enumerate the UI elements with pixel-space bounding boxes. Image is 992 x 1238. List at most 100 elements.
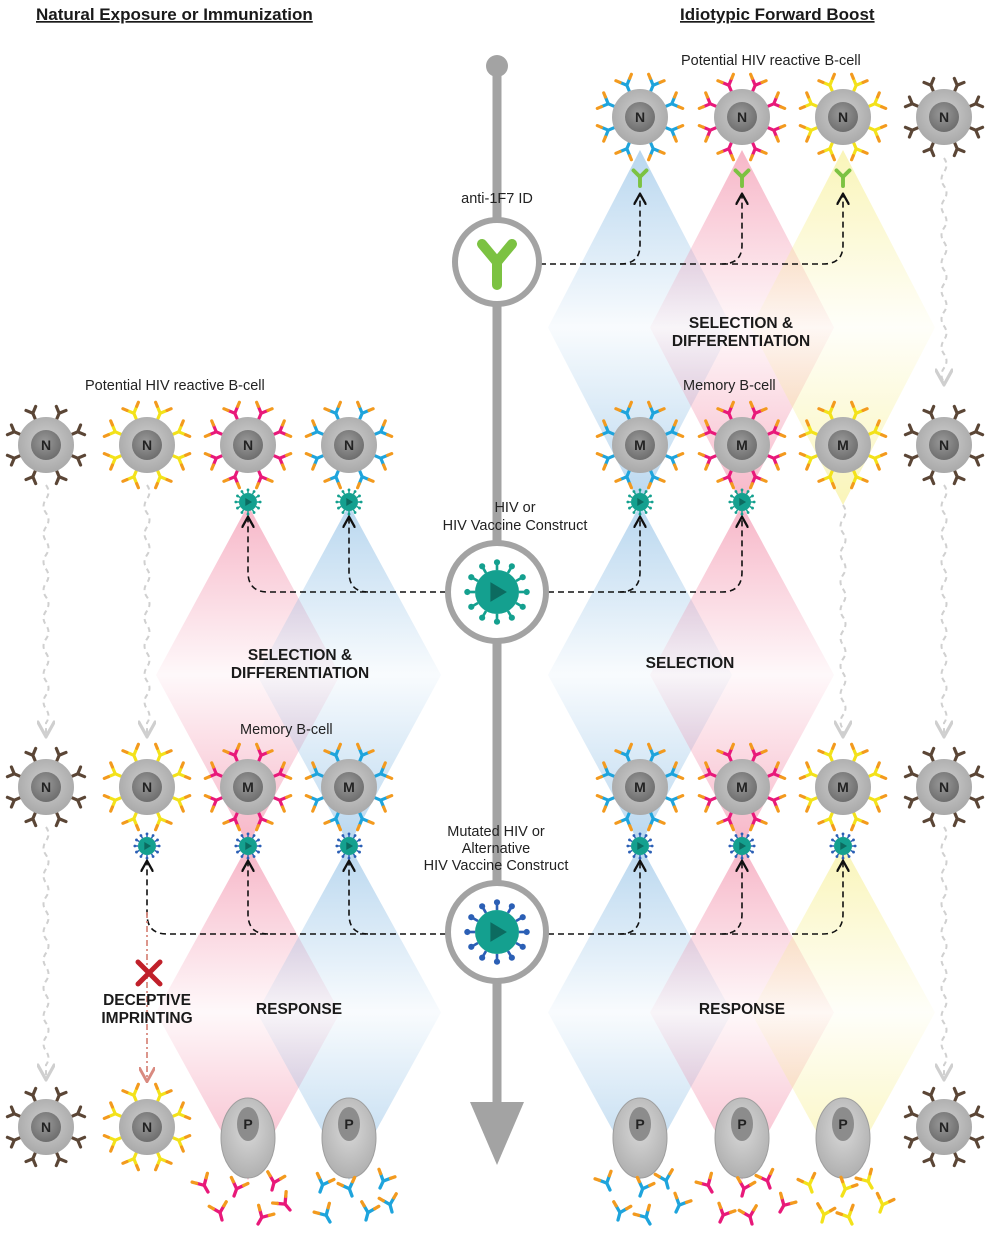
antibody-icon — [798, 452, 820, 471]
antibody-icon — [635, 1175, 656, 1198]
antibody-icon — [952, 140, 966, 158]
antibody-icon — [903, 125, 921, 139]
antibody-icon — [765, 761, 787, 780]
tracking-line — [942, 157, 947, 383]
antibody-icon — [612, 1200, 633, 1222]
antibody-icon — [304, 452, 326, 471]
virus-icon — [829, 832, 857, 860]
cell-letter: M — [634, 437, 646, 453]
antibody-icon — [323, 468, 342, 490]
antibody-icon — [336, 1175, 357, 1198]
cell-letter: M — [343, 779, 355, 795]
b-cell-icon: N — [304, 400, 394, 490]
cell-letter: M — [242, 779, 254, 795]
antibody-icon — [255, 742, 274, 764]
antibody-icon — [595, 91, 617, 110]
antibody-icon — [716, 468, 735, 490]
response-label-right: RESPONSE — [699, 1001, 785, 1018]
antibody-icon — [647, 400, 666, 422]
antibody-icon — [663, 794, 685, 813]
cell-letter: N — [838, 109, 848, 125]
antibody-icon — [866, 794, 888, 813]
antibody-icon — [632, 1203, 652, 1226]
antibody-icon — [24, 746, 38, 764]
antibody-icon — [154, 468, 173, 490]
b-cell-icon: M — [595, 742, 685, 832]
virus-icon — [728, 832, 756, 860]
zone-pink-middle-left — [156, 505, 340, 845]
antibody-icon — [952, 1086, 966, 1104]
antibody-icon — [304, 794, 326, 813]
antibody-icon — [377, 1167, 397, 1190]
antibody-icon — [749, 468, 768, 490]
virus-icon — [335, 488, 363, 516]
selection-differentiation-right-2: DIFFERENTIATION — [672, 333, 810, 350]
antibody-icon — [5, 765, 23, 779]
antibody-icon — [647, 810, 666, 832]
antibody-icon — [850, 810, 869, 832]
b-cell-icon: N — [102, 742, 192, 832]
b-cell-icon: M — [697, 742, 787, 832]
cell-letter: N — [142, 1119, 152, 1135]
antibody-icon — [54, 404, 68, 422]
antibody-icon — [663, 419, 685, 438]
response-label-left: RESPONSE — [256, 1001, 342, 1018]
antibody-icon — [271, 761, 293, 780]
antibody-icon — [798, 761, 820, 780]
b-cell-icon: N — [903, 746, 985, 828]
antibody-icon — [765, 124, 787, 143]
antibody-icon — [24, 1150, 38, 1168]
antibody-icon — [69, 765, 87, 779]
antibody-icon — [798, 419, 820, 438]
antibody-icon — [817, 400, 836, 422]
virus-icon — [335, 832, 363, 860]
antibody-icon — [663, 452, 685, 471]
antibody-icon — [749, 810, 768, 832]
zone-blue-middle-right — [548, 505, 732, 845]
antibody-icon — [256, 1203, 276, 1226]
antibody-icon — [222, 742, 241, 764]
antibody-icon — [593, 1169, 613, 1192]
antibody-icon — [356, 742, 375, 764]
antibody-icon — [372, 452, 394, 471]
antibody-icon — [614, 72, 633, 94]
right-header: Idiotypic Forward Boost — [680, 5, 875, 24]
antibody-icon — [716, 810, 735, 832]
b-cell-icon: N — [798, 72, 888, 162]
selection-zones — [156, 150, 935, 1180]
cell-letter: N — [939, 437, 949, 453]
antibody-icon — [121, 1082, 140, 1104]
b-cell-icon: N — [903, 1086, 985, 1168]
antibody-icon — [647, 742, 666, 764]
antibody-icon — [967, 125, 985, 139]
zone-yellow-top-right — [751, 150, 935, 505]
antibody-icon — [817, 140, 836, 162]
antibody-icon — [922, 746, 936, 764]
antibody-icon — [697, 419, 719, 438]
anti-idiotype-antibody-icon — [631, 168, 649, 188]
zone-blue-bottom-left — [257, 845, 441, 1180]
cell-letter: M — [837, 779, 849, 795]
antibody-icon — [203, 419, 225, 438]
zone-blue-top-right — [548, 150, 732, 505]
virus-icon — [234, 488, 262, 516]
antibody-icon — [765, 452, 787, 471]
antibody-icon — [798, 794, 820, 813]
cell-letter: N — [41, 779, 51, 795]
b-cell-icon: N — [697, 72, 787, 162]
dashed-arrow — [248, 862, 269, 935]
antibody-icon — [170, 1134, 192, 1153]
antibody-icon — [203, 794, 225, 813]
antibody-icon — [154, 1082, 173, 1104]
antibody-icon — [5, 453, 23, 467]
cell-letter: P — [635, 1116, 644, 1132]
antibody-icon — [663, 124, 685, 143]
virus-icon — [464, 899, 530, 965]
antibody-icon — [716, 140, 735, 162]
antibody-icon — [377, 1192, 398, 1214]
deceptive-label-2: IMPRINTING — [101, 1010, 192, 1027]
antibody-icon — [154, 400, 173, 422]
antibody-icon — [765, 91, 787, 110]
antibody-icon — [207, 1200, 228, 1222]
b-cell-icon: M — [798, 400, 888, 490]
